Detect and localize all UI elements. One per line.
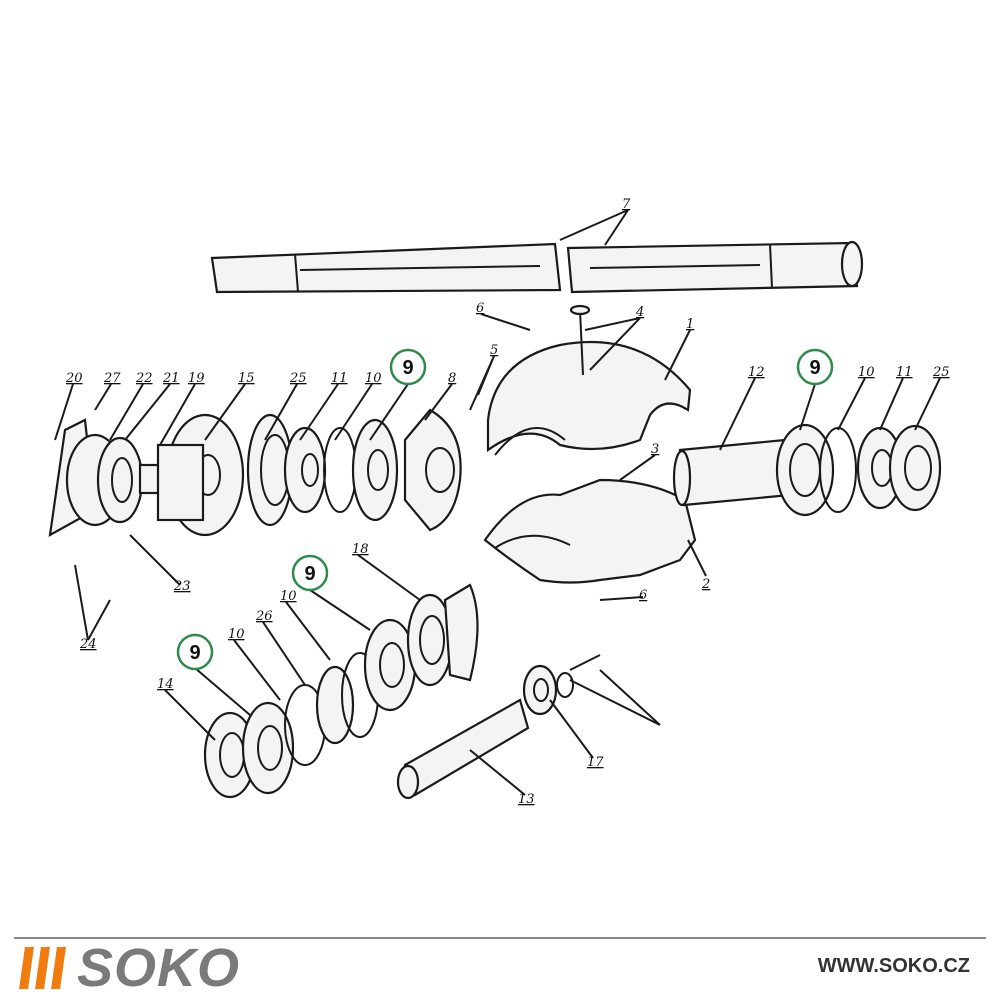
logo-text: SOKO [77, 938, 241, 998]
highlight-9-middle[interactable]: 9 [291, 554, 329, 592]
label-10-bottom: 10 [228, 627, 245, 642]
label-7: 7 [622, 197, 631, 212]
soko-logo[interactable]: SOKO [19, 938, 240, 998]
label-10-lower: 10 [280, 589, 297, 604]
label-1: 1 [686, 317, 694, 332]
highlight-9-upper-left[interactable]: 9 [389, 348, 427, 386]
label-14: 14 [157, 677, 174, 692]
label-11: 11 [896, 365, 913, 380]
label-4: 4 [635, 305, 644, 320]
label-18: 18 [352, 542, 369, 557]
label-21: 21 [162, 371, 180, 386]
right-shaft-assembly [672, 423, 942, 517]
exploded-parts-diagram: 7 6 4 1 5 20 27 22 21 19 15 25 11 10 8 1… [48, 197, 950, 807]
housing-base-part-2 [483, 478, 697, 584]
label-26: 26 [255, 609, 273, 624]
logo-bars-icon [19, 947, 66, 989]
label-10: 10 [365, 371, 382, 386]
leader-lines [54, 209, 941, 796]
highlighted-part-9-labels: 9 9 9 9 [176, 348, 834, 671]
website-link[interactable]: WWW.SOKO.CZ [817, 955, 970, 977]
highlight-9-lower[interactable]: 9 [176, 633, 214, 671]
label-15: 15 [238, 371, 255, 386]
shaft-part-7 [210, 240, 864, 294]
label-2: 2 [701, 577, 710, 592]
part-number-labels: 7 6 4 1 5 20 27 22 21 19 15 25 11 10 8 1… [65, 197, 950, 807]
svg-text:9: 9 [304, 563, 315, 585]
label-22: 22 [135, 371, 153, 386]
label-6: 6 [476, 301, 484, 316]
label-23: 23 [173, 579, 191, 594]
footer-divider [14, 937, 986, 939]
svg-text:9: 9 [189, 642, 200, 664]
label-13: 13 [518, 792, 535, 807]
label-17: 17 [587, 755, 604, 770]
svg-text:9: 9 [809, 357, 820, 379]
label-27: 27 [103, 371, 121, 386]
label-12: 12 [748, 365, 765, 380]
lower-shaft-assembly [203, 583, 601, 800]
left-shaft-assembly [48, 408, 462, 538]
label-20: 20 [65, 371, 83, 386]
label-3: 3 [651, 442, 659, 457]
label-11: 11 [331, 371, 348, 386]
label-6-lower: 6 [639, 588, 647, 603]
housing-cover-part-1 [486, 304, 692, 456]
label-25: 25 [289, 371, 307, 386]
svg-text:9: 9 [402, 357, 413, 379]
label-10: 10 [858, 365, 875, 380]
label-25: 25 [932, 365, 950, 380]
label-5: 5 [490, 343, 498, 358]
label-24: 24 [79, 637, 97, 652]
label-19: 19 [188, 371, 205, 386]
highlight-9-upper-right[interactable]: 9 [796, 348, 834, 386]
label-8: 8 [448, 371, 456, 386]
